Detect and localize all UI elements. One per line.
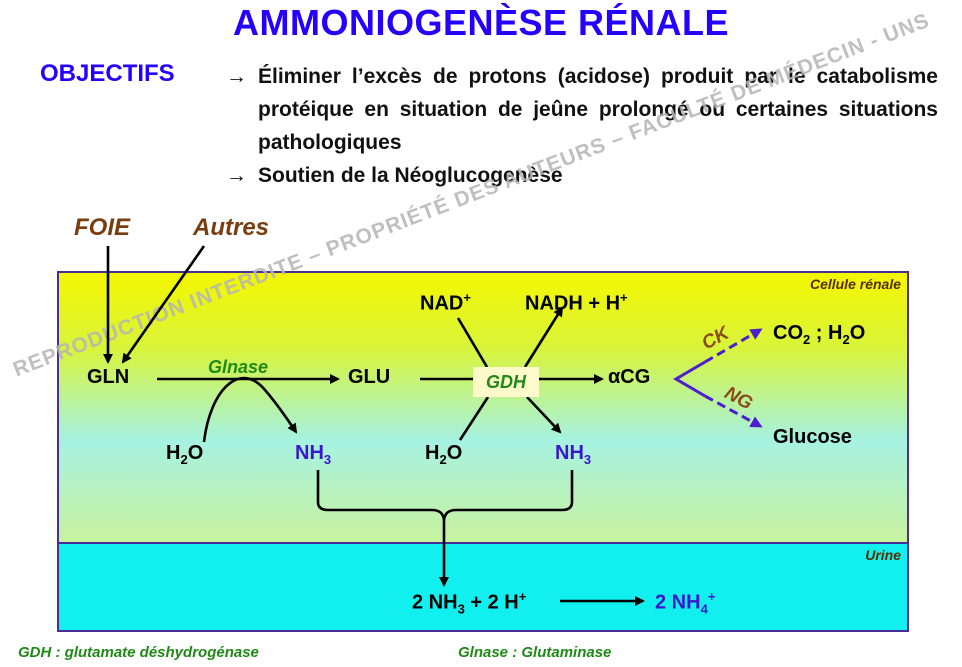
objective-item-2: → Soutien de la Néoglucogenèse: [226, 159, 938, 192]
urine-reactants: 2 NH3 + 2 H+: [412, 589, 527, 617]
right-arrow-icon: →: [226, 65, 247, 88]
node-nh3-glnase: NH3: [295, 442, 332, 467]
right-arrow-icon: →: [226, 164, 247, 187]
node-co2-h2o: CO2 ; H2O: [773, 322, 866, 347]
node-glu: GLU: [348, 366, 391, 388]
h2o-to-gdh-line: [458, 396, 490, 441]
ck-arrow: [704, 328, 763, 364]
ng-arrow: [704, 394, 763, 428]
nad-to-gdh-line: [456, 317, 489, 368]
glnase-curve-arrow: [202, 376, 298, 443]
node-glucose: Glucose: [773, 426, 852, 448]
enzyme-glnase: Glnase: [208, 357, 269, 377]
enzyme-gdh: GDH: [473, 367, 539, 397]
legend-gdh: GDH : glutamate déshydrogénase: [18, 644, 259, 661]
objectives-label: OBJECTIFS: [40, 60, 175, 87]
node-h2o-glnase: H2O: [166, 442, 204, 467]
urine-product-nh4: 2 NH4+: [655, 589, 716, 617]
acg-fork-lines: [673, 360, 706, 398]
source-autres: Autres: [193, 214, 270, 241]
source-foie: FOIE: [74, 214, 131, 241]
page-title: AMMONIOGENÈSE RÉNALE: [232, 2, 730, 43]
node-nadh: NADH + H+: [525, 290, 628, 315]
node-gln: GLN: [87, 366, 130, 388]
objective-text-2: Soutien de la Néoglucogenèse: [258, 164, 563, 187]
node-acg: αCG: [608, 366, 651, 388]
autres-to-gln-arrow: [121, 245, 206, 364]
urine-compartment: Urine: [57, 542, 909, 632]
collecting-brace: [316, 470, 574, 521]
renal-cell-compartment: Cellule rénale: [57, 271, 909, 544]
node-nh3-gdh: NH3: [555, 442, 592, 467]
node-h2o-gdh: H2O: [425, 442, 463, 467]
renal-cell-label: Cellule rénale: [809, 276, 901, 292]
urine-label: Urine: [865, 547, 901, 563]
objective-text-1: Éliminer l’excès de protons (acidose) pr…: [258, 65, 938, 154]
gdh-to-nh3-arrow: [526, 396, 562, 434]
gdh-to-nadh-arrow: [523, 306, 564, 368]
legend-glnase: Glnase : Glutaminase: [458, 644, 612, 661]
node-nad: NAD+: [420, 290, 471, 315]
objectives-list: → Éliminer l’excès de protons (acidose) …: [226, 60, 938, 192]
objective-item-1: → Éliminer l’excès de protons (acidose) …: [226, 60, 938, 159]
